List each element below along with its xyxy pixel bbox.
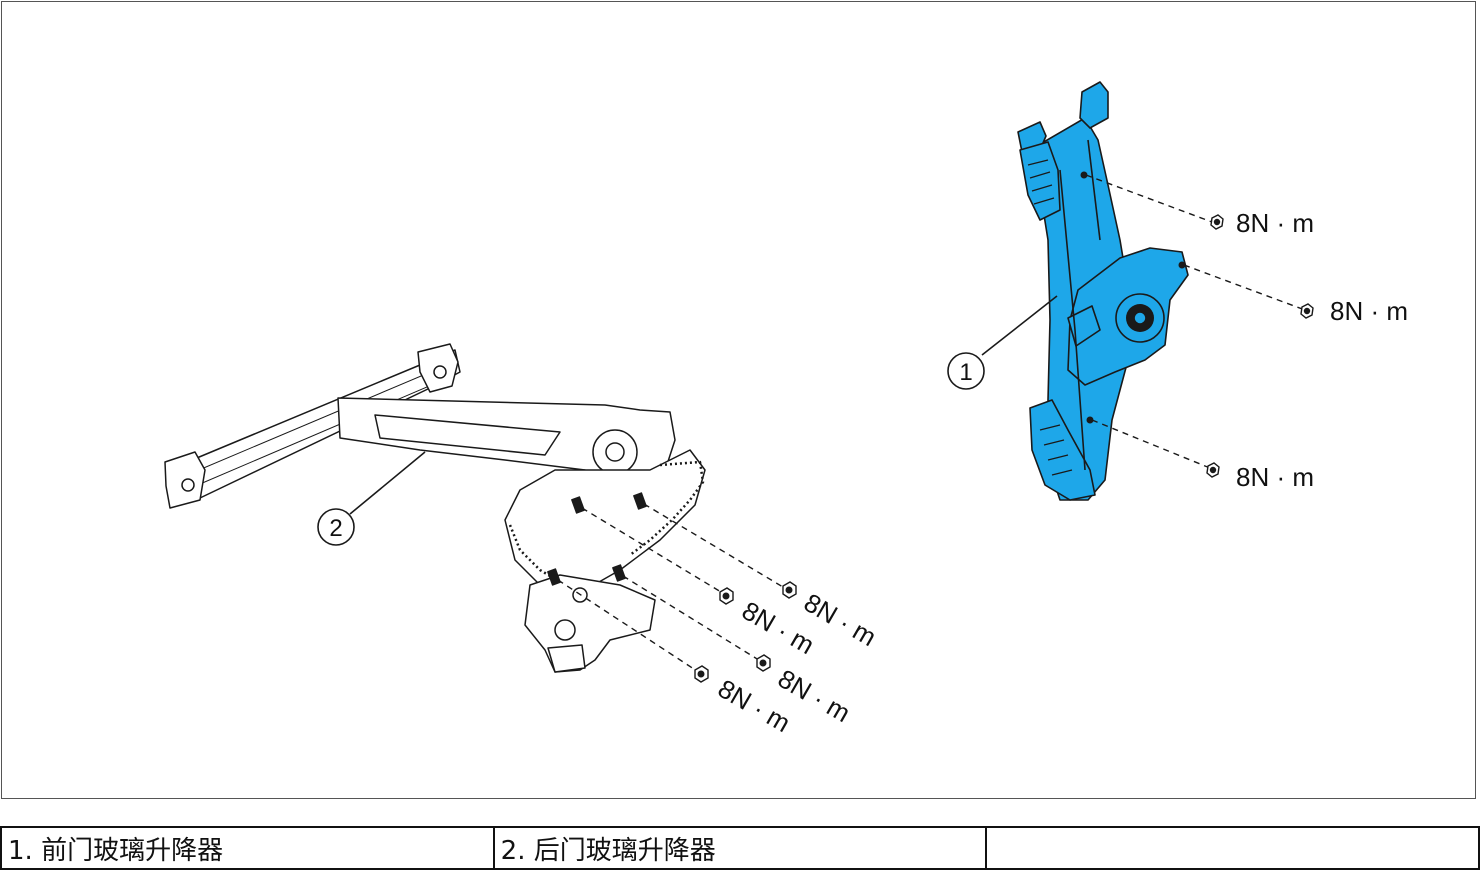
legend-item-front-regulator: 1. 前门玻璃升降器 [0,826,495,870]
torque-label: 8N · m [1236,208,1314,238]
rear-fastener-lines [557,503,789,674]
callout-number: 2 [329,515,342,542]
callout-2: 2 [317,451,426,546]
rear-window-regulator [164,343,706,673]
exploded-diagram: 8N · m 8N · m 8N · m 1 [164,81,1408,738]
legend-item-rear-regulator: 2. 后门玻璃升降器 [492,826,988,870]
front-nuts [1206,214,1314,478]
front-window-regulator [1017,81,1189,501]
legend-item-empty [985,826,1480,870]
torque-label: 8N · m [1330,296,1408,326]
front-fastener-lines [1085,174,1306,469]
legend-table: 1. 前门玻璃升降器 2. 后门玻璃升降器 [0,826,1480,870]
rear-nuts [694,581,797,683]
figure-frame [1,1,1476,799]
torque-label: 8N · m [1236,462,1314,492]
callout-number: 1 [959,359,972,386]
callout-1: 1 [947,295,1058,390]
